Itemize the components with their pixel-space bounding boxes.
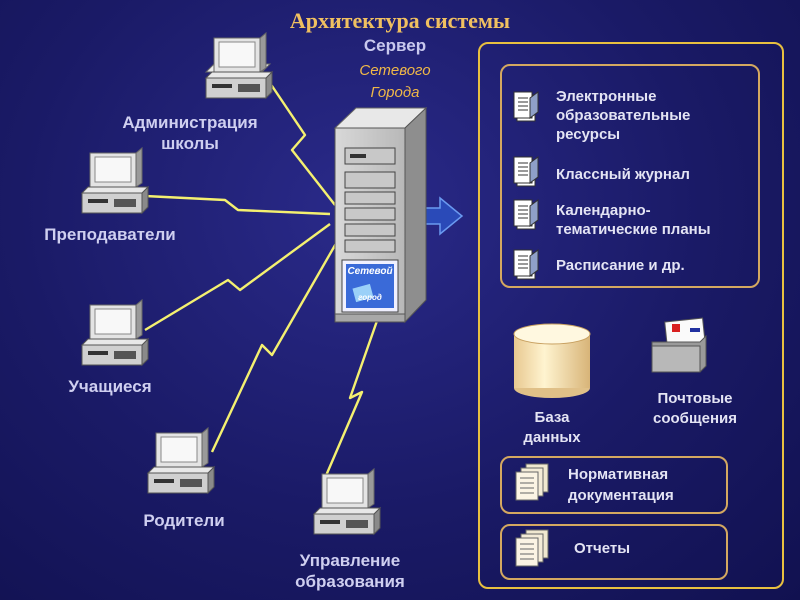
client-label-line: Управление (299, 551, 401, 570)
computer-parents (146, 426, 216, 495)
doc-label-line: Нормативная (568, 466, 669, 483)
reports-box (500, 524, 728, 580)
normative-docs-label: Нормативная документация (568, 464, 674, 506)
mail-label: Почтовые сообщения (630, 389, 760, 429)
client-label-management: Управление образования (260, 550, 440, 592)
server-logo-line1: Сетевой (347, 266, 393, 277)
bolt-students (144, 223, 331, 332)
database-icon (513, 323, 591, 398)
resource-item-journal: Классный журнал (556, 166, 690, 183)
mail-label-line: сообщения (653, 410, 737, 427)
server-label: Сервер (363, 36, 427, 55)
database-label-line: данных (523, 429, 581, 446)
document-stack-icon (515, 463, 549, 501)
client-label-students: Учащиеся (68, 377, 152, 396)
resources-box (500, 64, 760, 288)
database-label: База данных (500, 408, 604, 448)
doc-icons-resources (513, 91, 539, 280)
docs-stack-icons (515, 463, 549, 567)
computer-management (312, 467, 382, 536)
computer-students (80, 298, 150, 367)
bolt-parents (210, 239, 340, 453)
server-name-line2: Города (370, 84, 420, 101)
client-label-parents: Родители (143, 511, 225, 530)
mail-label-line: Почтовые (657, 390, 733, 407)
normative-docs-box (500, 456, 728, 514)
client-label-admin: Администрация школы (100, 112, 280, 154)
bolt-teachers (144, 194, 331, 216)
resource-line: Календарно- (556, 202, 651, 219)
resource-item-eor: Электронные образовательные ресурсы (556, 87, 690, 144)
resources-panel (478, 42, 784, 589)
bolt-management (323, 317, 380, 479)
resource-item-plans: Календарно- тематические планы (556, 201, 711, 239)
computer-admin (204, 31, 274, 100)
document-icon (513, 156, 539, 187)
resource-item-schedule: Расписание и др. (556, 257, 685, 274)
resource-line: ресурсы (556, 126, 621, 143)
mail-icon (651, 317, 707, 373)
reports-label: Отчеты (574, 540, 631, 557)
resource-line: Электронные (556, 88, 657, 105)
document-icon (513, 199, 539, 230)
bolt-admin (267, 79, 336, 206)
client-label-teachers: Преподаватели (44, 225, 176, 244)
server-logo-line2: город (358, 293, 382, 302)
connection-lightning (144, 79, 380, 479)
server-name-line1: Сетевого (359, 62, 431, 79)
document-icon (513, 249, 539, 280)
client-label-line: образования (295, 572, 405, 591)
doc-label-line: документация (568, 487, 674, 504)
server-logo: Сетевой город (346, 266, 394, 304)
document-icon (513, 91, 539, 122)
resource-line: образовательные (556, 107, 691, 124)
computer-teachers (80, 146, 150, 215)
diagram-title: Архитектура системы (289, 8, 511, 33)
client-label-line: Администрация (122, 113, 258, 132)
server-tower (333, 106, 428, 324)
client-label-line: школы (161, 134, 219, 153)
database-label-line: База (534, 409, 570, 426)
resource-line: тематические планы (556, 221, 711, 238)
document-stack-icon (515, 529, 549, 567)
